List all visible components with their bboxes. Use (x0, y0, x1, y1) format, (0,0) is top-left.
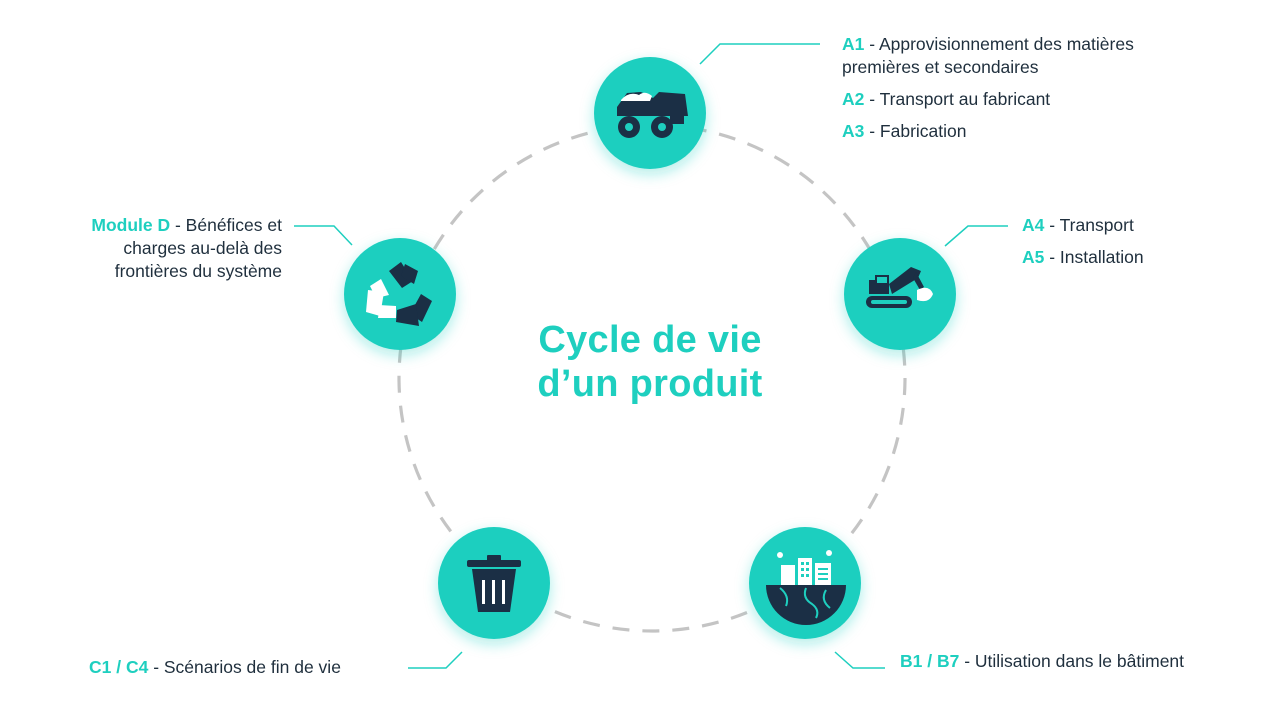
label-a3: A3 - Fabrication (842, 121, 967, 141)
diagram-title: Cycle de vie d’un produit (470, 318, 830, 406)
label-a13: A1 - Approvisionnement des matières prem… (842, 33, 1134, 143)
label-b: B1 / B7 - Utilisation dans le bâtiment (900, 650, 1184, 673)
cycle-ring (397, 123, 907, 633)
connector-b (834, 651, 885, 669)
title-line-2: d’un produit (537, 363, 763, 405)
connector-a45 (944, 225, 1008, 247)
recycle-icon (366, 262, 432, 326)
label-a45: A4 - Transport A5 - Installation (1022, 214, 1144, 269)
label-a2: A2 - Transport au fabricant (842, 89, 1051, 109)
stage-circle-a45 (844, 238, 956, 350)
trash-bin-icon (467, 555, 521, 612)
connector-d (294, 225, 353, 246)
stage-circle-d (344, 238, 456, 350)
label-d-line-3: frontières du système (114, 261, 282, 281)
city-globe-icon (766, 550, 846, 625)
connector-a13 (699, 43, 820, 65)
label-d-line-2: charges au-delà des (123, 238, 282, 258)
excavator-icon (866, 267, 933, 308)
label-a1-continued: premières et secondaires (842, 57, 1039, 77)
dump-truck-icon (617, 92, 688, 138)
title-line-1: Cycle de vie (538, 319, 762, 361)
label-d: Module D - Bénéfices et charges au-delà … (30, 214, 282, 283)
label-c: C1 / C4 - Scénarios de fin de vie (89, 656, 341, 679)
label-d-line-1: Module D - Bénéfices et (91, 215, 282, 235)
label-c1-c4: C1 / C4 - Scénarios de fin de vie (89, 657, 341, 677)
connector-c (408, 651, 463, 669)
label-a4: A4 - Transport (1022, 215, 1134, 235)
label-a5: A5 - Installation (1022, 247, 1144, 267)
label-b1-b7: B1 / B7 - Utilisation dans le bâtiment (900, 651, 1185, 671)
label-a1: A1 - Approvisionnement des matières (842, 34, 1134, 54)
